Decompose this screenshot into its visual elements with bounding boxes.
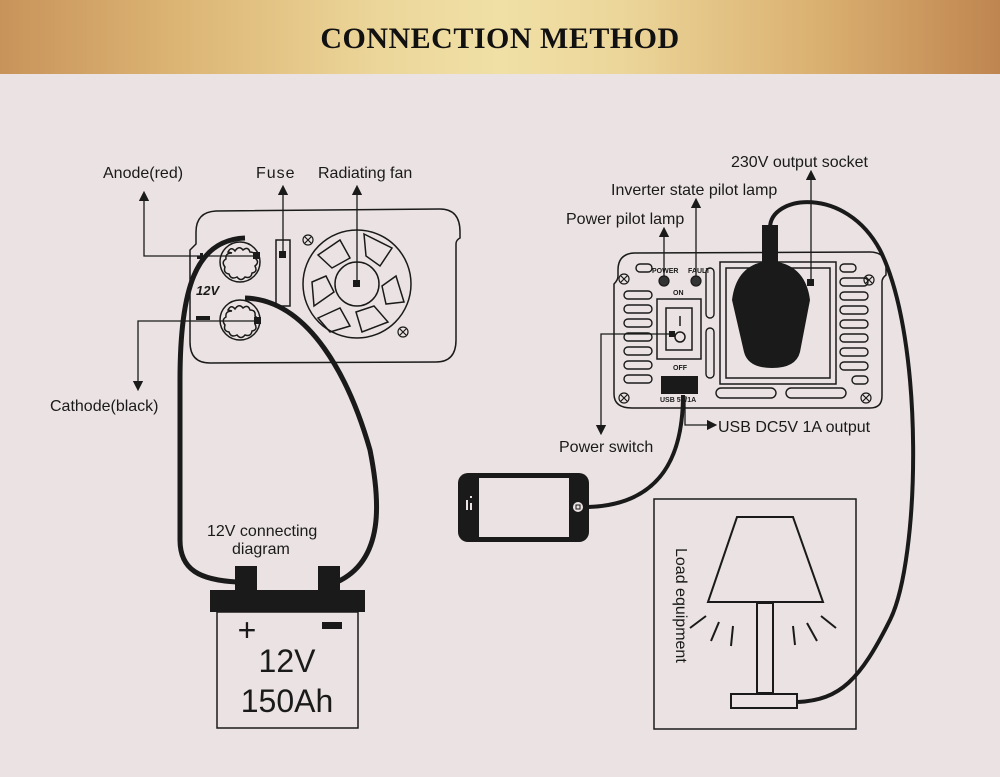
screw-icon <box>397 326 409 338</box>
header-banner: CONNECTION METHOD <box>0 0 1000 74</box>
caption-line2: diagram <box>232 541 290 558</box>
battery-capacity: 150Ah <box>241 683 334 719</box>
anode-pointer-dot <box>253 252 260 259</box>
minus-mark-icon <box>196 316 210 320</box>
page-title: CONNECTION METHOD <box>320 22 680 55</box>
usb-output-label: USB DC5V 1A output <box>718 419 871 436</box>
switch-on-text: ON <box>673 290 684 297</box>
switch-off-text: OFF <box>673 365 688 372</box>
load-label: Load equipment <box>672 548 689 663</box>
state-lamp-label: Inverter state pilot lamp <box>611 182 777 199</box>
usb-cable <box>587 394 685 509</box>
screw-icon <box>302 234 314 246</box>
battery-plus: + <box>238 612 257 648</box>
cathode-pointer-dot <box>254 317 261 324</box>
fault-lamp-icon <box>690 275 702 287</box>
usb-port-icon[interactable] <box>661 376 698 394</box>
socket-label: 230V output socket <box>731 154 869 171</box>
socket-pointer-dot <box>807 279 814 286</box>
switch-pointer-dot <box>669 331 675 337</box>
vent-slots <box>623 263 869 399</box>
positive-terminal-icon <box>219 241 261 283</box>
voltage-mark: 12V <box>196 283 220 298</box>
fuse-pointer-dot <box>279 251 286 258</box>
fuse-label: Fuse <box>256 165 296 182</box>
battery-icon <box>210 566 365 729</box>
battery-voltage: 12V <box>259 643 317 679</box>
ac-cable <box>768 200 916 704</box>
power-lamp-text: POWER <box>652 268 678 275</box>
inverter-dc-panel <box>189 208 461 364</box>
power-switch-label: Power switch <box>559 439 653 456</box>
caption-line1: 12V connecting <box>207 523 317 540</box>
leader-lines-left <box>132 184 363 392</box>
usb-port-text: USB 5V/1A <box>660 397 696 404</box>
battery-minus-icon <box>322 622 342 629</box>
screw-icon <box>618 273 875 404</box>
power-lamp-label: Power pilot lamp <box>566 211 684 228</box>
lamp-icon <box>689 516 837 709</box>
load-box <box>653 498 857 730</box>
fan-label: Radiating fan <box>318 165 412 182</box>
power-lamp-icon <box>658 275 670 287</box>
fault-lamp-text: FAULT <box>688 268 711 275</box>
battery-cables <box>177 235 380 585</box>
phone-icon <box>458 473 589 542</box>
ac-plug-icon <box>732 225 810 368</box>
inverter-ac-panel <box>613 251 887 409</box>
leader-lines-right <box>595 169 817 436</box>
cathode-label: Cathode(black) <box>50 398 159 415</box>
fan-pointer-dot <box>353 280 360 287</box>
power-switch-icon[interactable] <box>656 298 702 360</box>
anode-label: Anode(red) <box>103 165 183 182</box>
